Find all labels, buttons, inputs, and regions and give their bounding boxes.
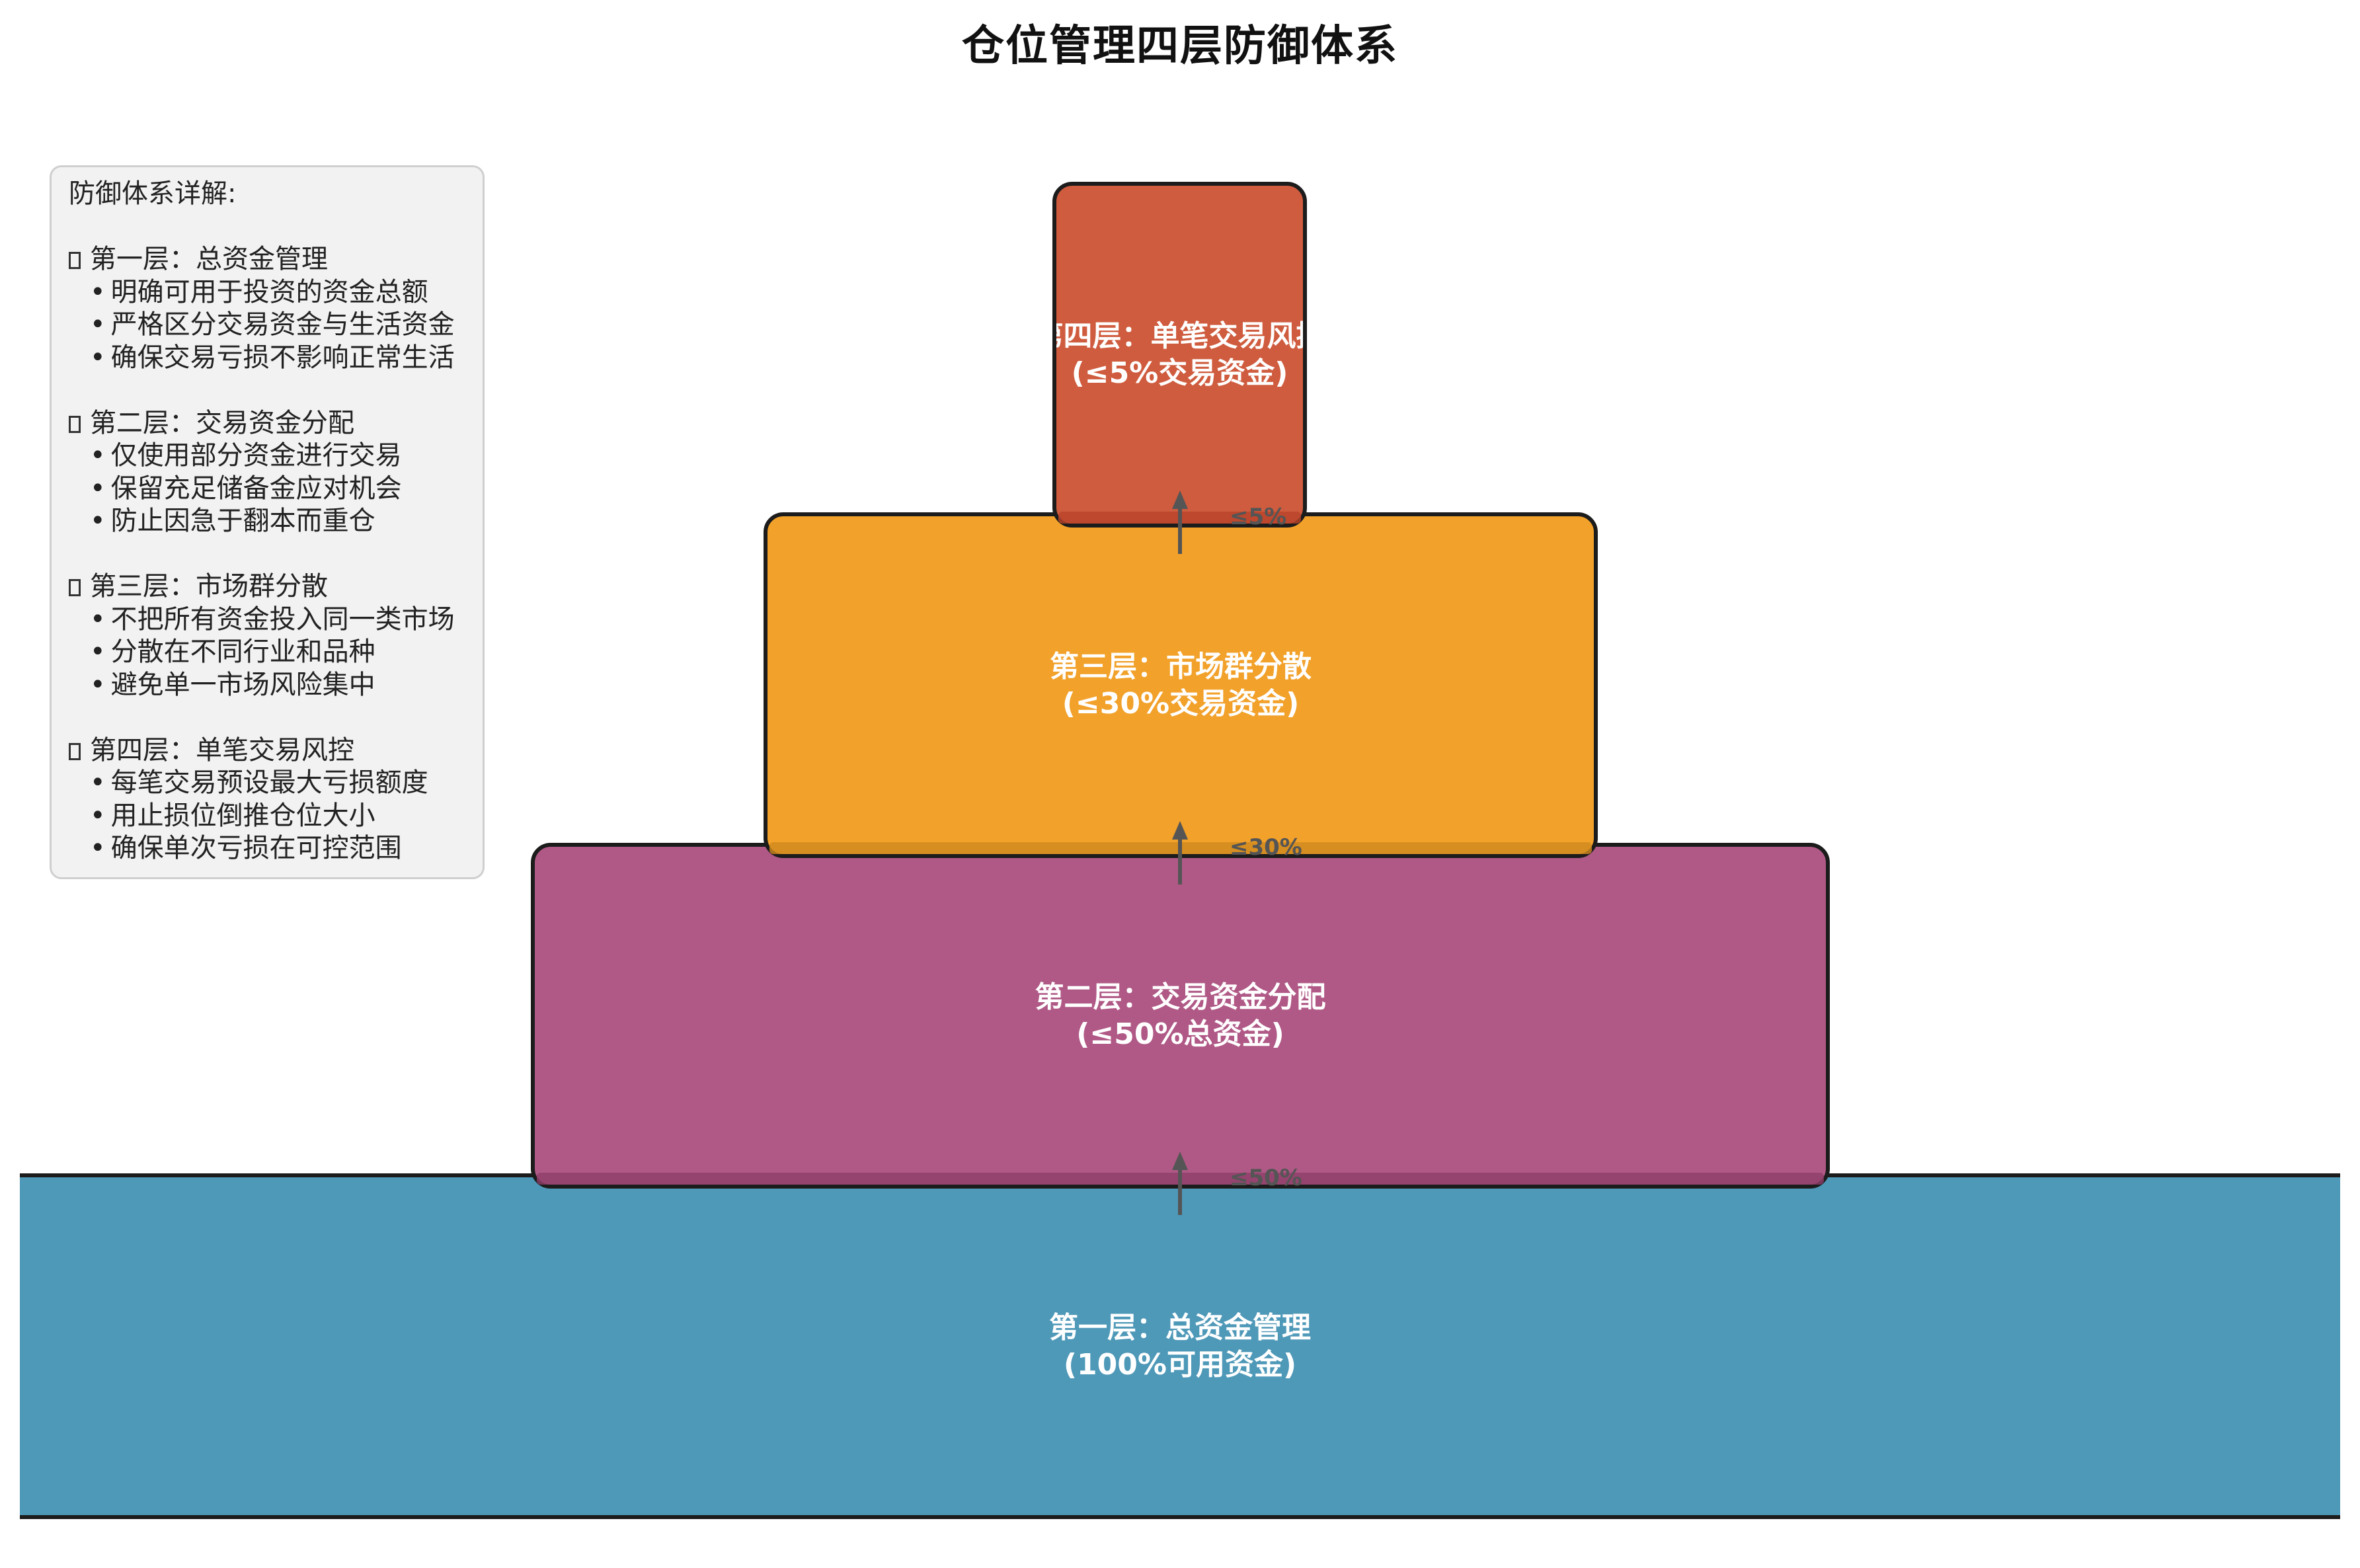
legend-heading: 防御体系详解: [69,178,237,209]
missing-glyph-box-icon [69,742,81,760]
legend-bullet: 仅使用部分资金进行交易 [110,440,402,471]
legend-bullet: 防止因急于翻本而重仓 [110,506,375,536]
layer-2-block: 第二层：交易资金分配 (≤50%总资金) [531,843,1830,1189]
layer-3-detail: (≤30%交易资金) [1062,686,1300,721]
layer-2-title: 第二层：交易资金分配 [1035,980,1326,1014]
legend-section-4: 第四层：单笔交易风控 •每笔交易预设最大亏损额度 •用止损位倒推仓位大小 •确保… [69,734,465,865]
missing-glyph-box-icon [69,252,81,269]
layer-1-title: 第一层：总资金管理 [1049,1310,1311,1345]
diagram-title: 仓位管理四层防御体系 [962,22,1398,71]
legend-bullet: 避免单一市场风险集中 [110,669,375,700]
legend-bullet: 确保交易亏损不影响正常生活 [110,342,455,373]
bullet-icon: • [90,767,106,798]
layer-2-detail: (≤50%总资金) [1076,1017,1284,1051]
arrow-up-icon [1172,1152,1188,1215]
arrow-label-30: ≤30% [1230,834,1302,861]
legend-section-title: 第三层：市场群分散 [90,571,328,602]
bullet-icon: • [90,440,106,471]
legend-bullet: 每笔交易预设最大亏损额度 [110,767,428,798]
layer-4-detail: (≤5%交易资金) [1071,356,1288,390]
legend-bullet: 明确可用于投资的资金总额 [110,276,428,307]
bullet-icon: • [90,604,106,635]
layer-3-title: 第三层：市场群分散 [1050,649,1312,684]
legend-bullet: 确保单次亏损在可控范围 [110,833,402,863]
legend-bullet: 严格区分交易资金与生活资金 [110,309,455,340]
bullet-icon: • [90,669,106,700]
arrow-up-icon [1172,821,1188,884]
bullet-icon: • [90,637,106,667]
arrow-label-50: ≤50% [1230,1165,1302,1191]
legend-panel: 防御体系详解: 第一层：总资金管理 •明确可用于投资的资金总额 •严格区分交易资… [50,165,485,879]
bullet-icon: • [90,276,106,307]
bullet-icon: • [90,342,106,373]
arrow-up-icon [1172,490,1188,554]
arrow-label-5: ≤5% [1230,504,1287,530]
bullet-icon: • [90,800,106,831]
legend-bullet: 保留充足储备金应对机会 [110,473,402,504]
legend-section-title: 第一层：总资金管理 [90,244,328,274]
layer-4-title: 第四层：单笔交易风控 [1056,319,1303,353]
legend-bullet: 不把所有资金投入同一类市场 [110,604,455,635]
bullet-icon: • [90,473,106,504]
layer-3-block: 第三层：市场群分散 (≤30%交易资金) [764,512,1598,858]
layer-1-block: 第一层：总资金管理 (100%可用资金) [20,1173,2340,1519]
legend-section-1: 第一层：总资金管理 •明确可用于投资的资金总额 •严格区分交易资金与生活资金 •… [69,243,465,374]
legend-section-3: 第三层：市场群分散 •不把所有资金投入同一类市场 •分散在不同行业和品种 •避免… [69,570,465,701]
legend-bullet: 用止损位倒推仓位大小 [110,800,375,831]
legend-section-2: 第二层：交易资金分配 •仅使用部分资金进行交易 •保留充足储备金应对机会 •防止… [69,407,465,538]
legend-section-title: 第二层：交易资金分配 [90,407,354,438]
layer-1-detail: (100%可用资金) [1063,1347,1297,1382]
legend-bullet: 分散在不同行业和品种 [110,637,375,667]
missing-glyph-box-icon [69,415,81,433]
layer-4-block: 第四层：单笔交易风控 (≤5%交易资金) [1052,182,1307,528]
missing-glyph-box-icon [69,579,81,596]
bullet-icon: • [90,833,106,863]
bullet-icon: • [90,506,106,536]
legend-section-title: 第四层：单笔交易风控 [90,734,354,765]
bullet-icon: • [90,309,106,340]
